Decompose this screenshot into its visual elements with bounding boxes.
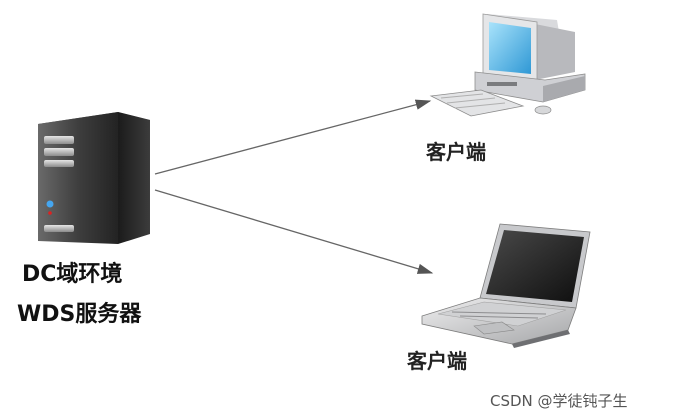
laptop-icon <box>421 223 591 348</box>
arrow-to-desktop <box>154 99 432 175</box>
client-label-laptop: 客户端 <box>407 349 467 373</box>
arrow-to-laptop <box>154 189 434 274</box>
desktop-computer-icon <box>429 13 586 117</box>
watermark: CSDN @学徒钝子生 <box>490 392 628 410</box>
server-label-line1: DC域环境 <box>22 262 123 287</box>
server-label-line2: WDS服务器 <box>17 302 142 327</box>
client-label-desktop: 客户端 <box>426 140 486 164</box>
server-tower-icon <box>38 112 150 244</box>
